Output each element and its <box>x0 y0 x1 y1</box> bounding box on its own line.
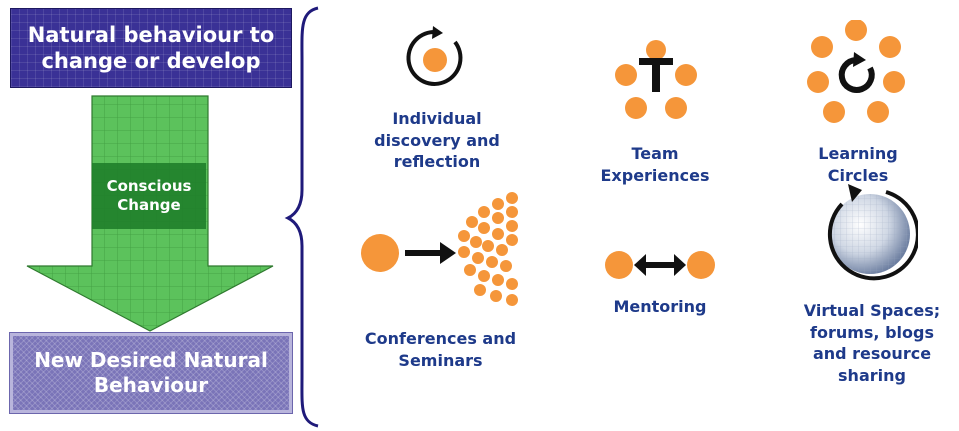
globe-icon <box>827 184 918 281</box>
learning-circles-icon <box>807 20 905 123</box>
desired-behaviour-box: New Desired Natural Behaviour <box>9 332 293 414</box>
team-label: Team Experiences <box>600 144 710 185</box>
current-behaviour-box: Natural behaviour to change or develop <box>10 8 292 88</box>
mentoring-icon <box>605 251 715 279</box>
individual-label: Individual discovery and reflection <box>374 109 500 172</box>
individual-reflection-icon <box>406 26 463 86</box>
team-icon <box>615 40 697 119</box>
current-behaviour-text: Natural behaviour to change or develop <box>27 22 275 73</box>
virtual-spaces-label: Virtual Spaces; forums, blogs and resour… <box>803 301 941 385</box>
conscious-change-label: Conscious Change <box>106 176 192 215</box>
learning-circles-label: Learning Circles <box>818 144 898 185</box>
conferences-label: Conferences and Seminars <box>364 329 517 370</box>
mentoring-label: Mentoring <box>613 297 707 316</box>
brace <box>284 6 319 428</box>
desired-behaviour-text: New Desired Natural Behaviour <box>34 348 268 397</box>
conferences-icon <box>361 192 518 306</box>
